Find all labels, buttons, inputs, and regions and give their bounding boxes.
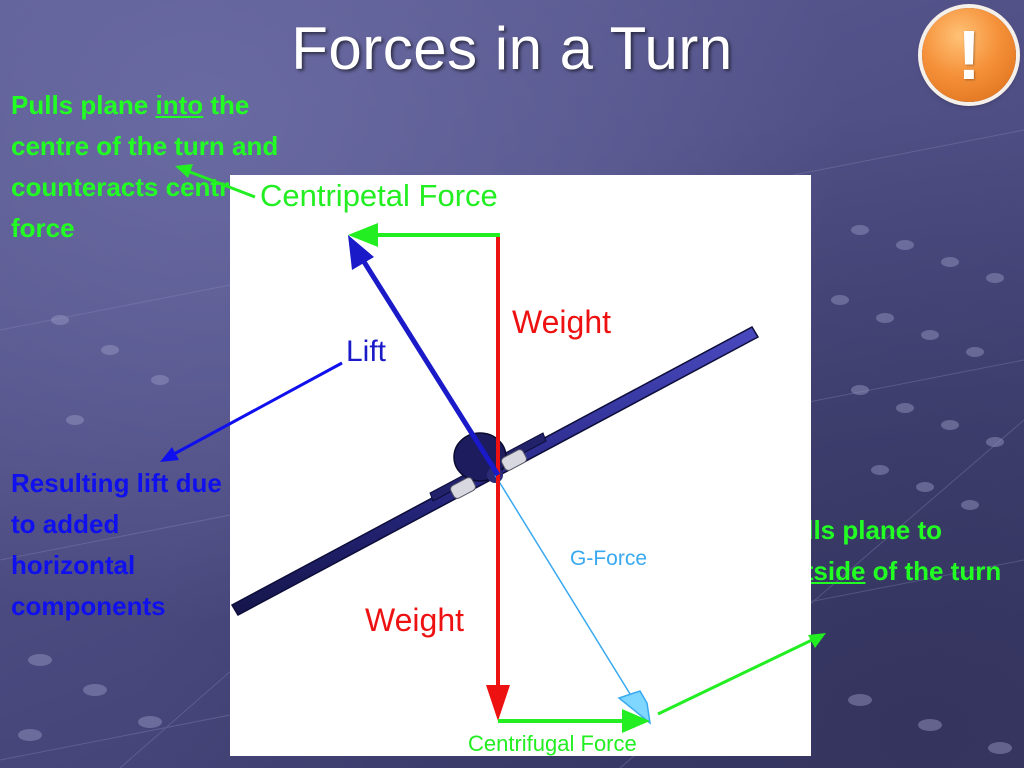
airplane-engine-right (501, 449, 527, 471)
centrifugal-note-part2: of the turn (865, 556, 1002, 586)
airplane-engine-left (450, 477, 476, 499)
weight-arrow (486, 235, 510, 721)
g-force-arrow (494, 474, 652, 725)
force-diagram: Centripetal Force Weight Lift G-Force We… (230, 178, 760, 756)
centrifugal-force-arrow (498, 709, 650, 733)
centripetal-force-arrow (348, 223, 500, 247)
weight-top-label: Weight (512, 304, 611, 340)
weight-bottom-label: Weight (365, 602, 464, 638)
slide-title: Forces in a Turn (291, 15, 733, 82)
lift-label: Lift (346, 335, 387, 368)
lift-note: Resulting lift due to added horizontal c… (11, 468, 222, 621)
exclamation-icon: ! (922, 8, 1016, 102)
g-force-label: G-Force (570, 547, 647, 570)
force-diagram-panel: Centripetal Force Weight Lift G-Force We… (230, 175, 811, 756)
centrifugal-force-label: Centrifugal Force (468, 731, 637, 756)
lift-arrow (348, 235, 501, 477)
centripetal-force-label: Centripetal Force (260, 178, 498, 213)
centripetal-note-emphasis: into (155, 90, 204, 120)
centripetal-note-part1: Pulls plane (11, 90, 156, 120)
